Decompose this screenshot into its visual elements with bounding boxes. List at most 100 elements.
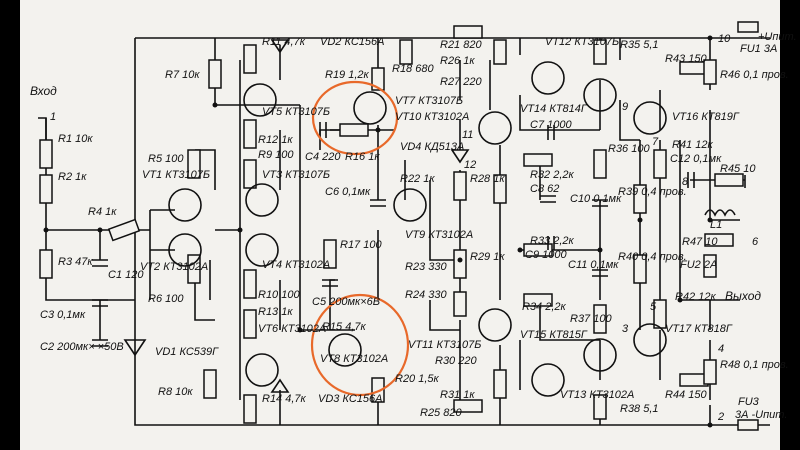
resistor-R18 <box>399 39 413 65</box>
resistor-R9 <box>243 159 257 189</box>
transistor-VT10 <box>478 111 512 145</box>
capacitor-C9 <box>547 236 555 250</box>
label-R11: R11 4,7к <box>262 36 306 48</box>
label-VT11: VT11 КТ3107Б <box>408 339 481 351</box>
label-R20: R20 1,5к <box>395 373 440 385</box>
label-minus-supply: 3А -Uпит. <box>735 409 787 421</box>
capacitor-C1 <box>92 259 108 267</box>
highlight-circles <box>310 80 410 397</box>
label-R47: R47 10 <box>682 236 718 248</box>
transistor-VT16 <box>633 101 667 135</box>
resistor-R19 <box>371 67 385 91</box>
label-VT7: VT7 КТ3107Б <box>395 95 463 107</box>
label-L1: L1 <box>710 219 722 231</box>
label-R44: R44 150 <box>665 389 707 401</box>
schematic-diagram: Вход Выход +Uпит. 3А -Uпит. 1 2 3 4 5 6 … <box>30 21 797 431</box>
resistor-R11 <box>243 44 257 74</box>
label-FU1: FU1 3А <box>740 43 777 55</box>
zener-VD2 <box>270 39 290 54</box>
label-C3: C3 0,1мк <box>40 309 86 321</box>
capacitor-C2 <box>92 339 108 347</box>
label-VT9: VT9 КТ3102А <box>405 229 473 241</box>
fuse-FU1 <box>737 21 759 33</box>
label-R2: R2 1к <box>58 171 87 183</box>
transistor-VT8 <box>328 333 362 367</box>
label-R29: R29 1к <box>470 251 505 263</box>
resistor-R16 <box>339 123 369 137</box>
capacitor-C12 <box>687 172 695 188</box>
label-R5: R5 100 <box>148 153 184 165</box>
label-C8: C8 62 <box>530 183 559 195</box>
label-VD1: VD1 КС539Г <box>155 346 219 358</box>
label-VT13: VT13 КТ3102А <box>560 389 634 401</box>
wires <box>38 37 770 426</box>
resistor-R20 <box>371 377 385 403</box>
label-C1: C1 120 <box>108 269 144 281</box>
label-node-9: 9 <box>622 101 628 113</box>
label-plus-supply: +Uпит. <box>758 31 797 43</box>
label-R39: R39 0,4 пров. <box>618 186 687 198</box>
fuse-FU3 <box>737 419 759 431</box>
label-VT17: VT17 КТ818Г <box>665 323 733 335</box>
label-node-2: 2 <box>717 411 724 423</box>
resistor-R34 <box>523 293 553 307</box>
label-R24: R24 330 <box>405 289 447 301</box>
label-R36: R36 100 <box>608 143 650 155</box>
transistor-VT13 <box>531 363 565 397</box>
label-node-10: 10 <box>718 33 731 45</box>
label-input: Вход <box>30 84 57 98</box>
resistor-R32 <box>523 153 553 167</box>
resistor-R45 <box>714 173 744 187</box>
resistor-R17 <box>323 239 337 269</box>
label-C2: C2 200мк× ×50В <box>40 341 124 353</box>
resistor-R37 <box>593 304 607 334</box>
resistor-R38 <box>593 394 607 420</box>
label-R43: R43 150 <box>665 53 707 65</box>
label-node-1: 1 <box>50 111 56 123</box>
label-R3: R3 47к <box>58 256 93 268</box>
label-FU2: FU2 2А <box>680 259 717 271</box>
label-VT8: VT8 КТ3102А <box>320 353 388 365</box>
resistor-R26 <box>493 39 507 65</box>
resistor-R46 <box>703 59 717 85</box>
resistor-R22 <box>453 171 467 201</box>
label-VD3: VD3 КС156А <box>318 393 382 405</box>
label-R16: R16 1к <box>345 151 380 163</box>
label-R17: R17 100 <box>340 239 382 251</box>
label-R35: R35 5,1 <box>620 39 659 51</box>
resistor-R48 <box>703 359 717 385</box>
label-R30: R30 220 <box>435 355 477 367</box>
label-R12: R12 1к <box>258 134 293 146</box>
label-R9: R9 100 <box>258 149 294 161</box>
resistor-R3 <box>39 249 53 279</box>
label-R1: R1 10к <box>58 133 93 145</box>
label-C12: C12 0,1мк <box>670 153 722 165</box>
label-R15: R15 4,7к <box>322 321 367 333</box>
resistor-R1 <box>39 139 53 169</box>
transistor-VT14 <box>583 78 617 112</box>
label-R37: R37 100 <box>570 313 612 325</box>
resistor-R40 <box>633 254 647 284</box>
label-R27: R27 220 <box>440 76 482 88</box>
resistor-R5 <box>187 149 201 179</box>
resistor-R29 <box>453 249 467 279</box>
label-VT3: VT3 КТ3107Б <box>262 169 330 181</box>
capacitor-C5 <box>322 279 338 287</box>
transistor-VT3 <box>245 183 279 217</box>
fuse-FU2 <box>703 254 717 278</box>
capacitor-C4 <box>319 122 327 138</box>
resistor-R6 <box>187 254 201 284</box>
capacitor-C3 <box>92 299 108 307</box>
label-C6: C6 0,1мк <box>325 186 371 198</box>
label-VT10: VT10 КТ3102А <box>395 111 469 123</box>
diode-VD4 <box>450 149 470 164</box>
capacitor-C8 <box>540 195 556 203</box>
zener-VD3 <box>270 378 290 393</box>
misc-components <box>92 21 759 431</box>
transistor-VT7 <box>353 91 387 125</box>
resistor-R35 <box>593 39 607 65</box>
label-R42: R42 12к <box>675 291 716 303</box>
resistor-R21 <box>453 25 483 39</box>
label-C11: C11 0,1мк <box>568 259 619 271</box>
resistor-R47 <box>704 233 734 247</box>
